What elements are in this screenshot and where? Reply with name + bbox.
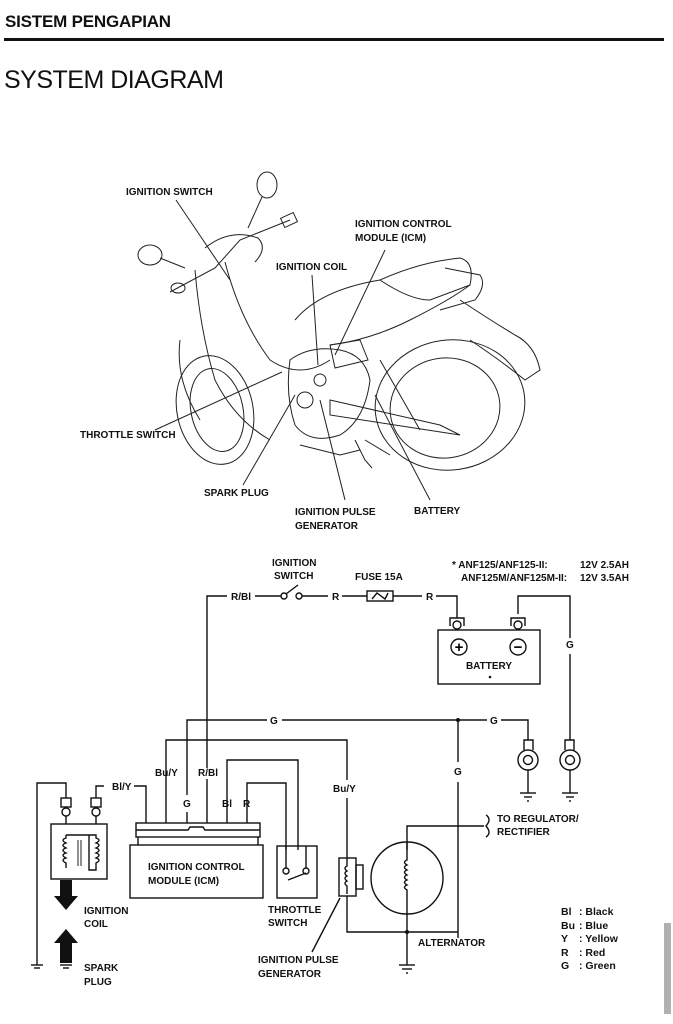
legend-code: Y <box>561 933 569 945</box>
fuse-label: FUSE 15A <box>355 572 403 583</box>
icm-block: IGNITION CONTROL MODULE (ICM) <box>129 822 264 899</box>
legend-color: Black <box>585 906 614 918</box>
wire-label-r-icm: R <box>243 799 251 810</box>
wire-label-r-after-fuse: R <box>426 592 434 603</box>
left-mirror <box>137 244 163 266</box>
callout-icm-line1: IGNITION CONTROL <box>355 219 452 230</box>
legend-item: Y: Yellow <box>561 933 618 945</box>
to-regulator-line2: RECTIFIER <box>497 827 551 838</box>
schematic-ignition-switch-line1: IGNITION <box>272 558 316 569</box>
legend-code: Bu <box>561 919 575 932</box>
callout-icm-line2: MODULE (ICM) <box>355 233 426 244</box>
wire-label-r-after-switch: R <box>332 592 340 603</box>
legend-color: Yellow <box>585 933 618 945</box>
alternator-symbol <box>370 841 444 974</box>
motorcycle-illustration <box>137 171 541 471</box>
spark-plug-label-line1: SPARK <box>84 963 119 974</box>
switch-contact-right <box>295 592 303 600</box>
wire-label-g-top-right: G <box>490 716 498 727</box>
callout-throttle-switch: THROTTLE SWITCH <box>80 430 176 441</box>
legend-color: Blue <box>585 919 609 932</box>
pulse-generator-label-line2: GENERATOR <box>258 969 322 980</box>
wire-label-r-bl-icm: R/Bl <box>198 768 218 779</box>
section-title: SISTEM PENGAPIAN <box>5 12 171 31</box>
callout-pulse-generator-line1: IGNITION PULSE <box>295 507 376 518</box>
legend-item: G: Green <box>561 960 616 972</box>
battery-note-row2-model: ANF125M/ANF125M-II: <box>461 573 567 584</box>
to-regulator-line1: TO REGULATOR/ <box>497 814 579 825</box>
plus-icon: + <box>455 639 464 656</box>
wire-label-bu-y-right: Bu/Y <box>333 784 356 795</box>
battery-symbol: + − BATTERY <box>437 595 571 685</box>
spark-plug-label-line2: PLUG <box>84 977 112 988</box>
header-rule <box>4 38 664 41</box>
arrow-down-icon <box>54 880 78 910</box>
battery-negative-terminal <box>509 638 527 656</box>
fuse-symbol <box>366 590 394 602</box>
battery-note-row1-model: * ANF125/ANF125-II: <box>452 560 548 571</box>
wire-label-bu-y-left: Bu/Y <box>155 768 178 779</box>
callout-ignition-switch: IGNITION SWITCH <box>126 187 213 198</box>
ground-eyelet-right <box>559 739 581 802</box>
wire-label-g-battery: G <box>566 640 574 651</box>
page-title: SYSTEM DIAGRAM <box>4 66 224 94</box>
wire-label-g-top-mid: G <box>270 716 278 727</box>
ignition-coil-label-line2: COIL <box>84 919 108 930</box>
callout-pulse-generator-line2: GENERATOR <box>295 521 359 532</box>
schematic-ignition-switch-line2: SWITCH <box>274 571 313 582</box>
callout-battery: BATTERY <box>414 506 460 517</box>
callout-spark-plug: SPARK PLUG <box>204 488 269 499</box>
legend-code: G <box>561 960 570 972</box>
legend-item: Bl: Black <box>561 906 614 918</box>
battery-label: BATTERY <box>466 661 512 672</box>
callout-ignition-coil: IGNITION COIL <box>276 262 347 273</box>
switch-contact-left <box>280 592 288 600</box>
wire-label-g-icm: G <box>183 799 191 810</box>
callout-leaders <box>154 199 431 501</box>
ignition-coil-symbol <box>31 782 108 969</box>
battery-positive-terminal <box>450 638 468 656</box>
wire-label-g-vertical: G <box>454 767 462 778</box>
pulse-generator-label-line1: IGNITION PULSE <box>258 955 339 966</box>
wire-label-r-bl-top: R/Bl <box>231 592 251 603</box>
icm-label-line1: IGNITION CONTROL <box>148 862 245 873</box>
pulse-generator-symbol <box>311 857 458 953</box>
vertical-scrollbar-thumb[interactable] <box>664 923 671 1014</box>
throttle-switch-label-line1: THROTTLE <box>268 905 322 916</box>
legend-code: Bl <box>561 906 572 918</box>
battery-note-row2-spec: 12V 3.5AH <box>580 573 629 584</box>
icm-label-line2: MODULE (ICM) <box>148 876 219 887</box>
legend-color: Red <box>585 946 606 959</box>
minus-icon: − <box>514 639 523 656</box>
arrow-up-icon <box>54 929 78 963</box>
ground-eyelet-left <box>517 739 539 802</box>
battery-note-row1-spec: 12V 2.5AH <box>580 560 629 571</box>
switch-lever <box>285 584 299 595</box>
ignition-coil-label-line1: IGNITION <box>84 906 128 917</box>
throttle-switch-label-line2: SWITCH <box>268 918 307 929</box>
legend-color: Green <box>585 960 616 972</box>
wire-label-bl-icm: Bl <box>222 799 232 810</box>
right-mirror <box>256 171 278 199</box>
legend-item: R: Red <box>561 946 606 959</box>
legend-code: R <box>561 946 569 959</box>
wire-color-legend: Bl: Black Bu: Blue Y: Yellow R: Red G: G… <box>561 906 618 974</box>
throttle-switch-symbol <box>276 845 318 899</box>
icm-shape <box>329 339 369 369</box>
ignition-switch-circuit: IGNITION SWITCH FUSE 15A R/Bl R R <box>206 558 458 730</box>
wire-label-bl-y: Bl/Y <box>112 782 132 793</box>
legend-item: Bu: Blue <box>561 919 609 932</box>
alternator-label: ALTERNATOR <box>418 938 486 949</box>
